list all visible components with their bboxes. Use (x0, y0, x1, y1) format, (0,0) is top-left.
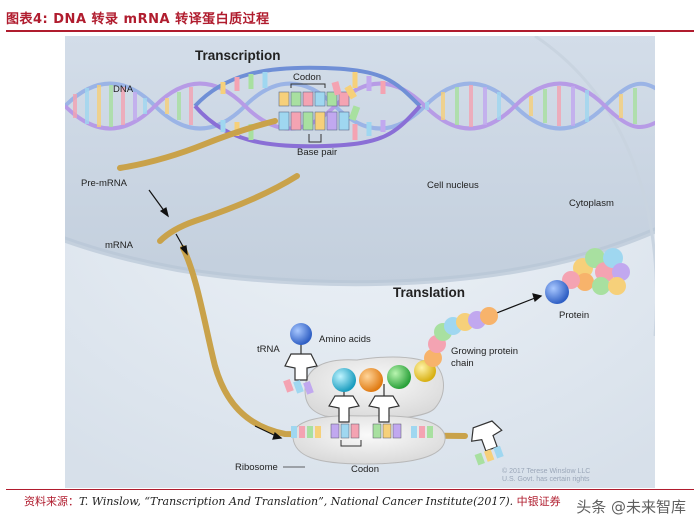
codon-label-bottom: Codon (351, 464, 379, 475)
transcription-bubble (193, 65, 422, 149)
trna-on-ribosome (328, 395, 400, 423)
ribosome-label: Ribosome (235, 462, 278, 473)
copyright-line-2: U.S. Govt. has certain rights (502, 476, 590, 483)
transcription-translation-diagram: Transcription Codon DNA Base pair Pre-mR… (53, 34, 667, 488)
amino-acid-green (387, 365, 411, 389)
growing-protein-chain (424, 307, 498, 367)
copyright-notice: © 2017 Terese Winslow LLC U.S. Govt. has… (502, 468, 662, 484)
protein-label: Protein (559, 310, 589, 321)
transcription-title: Transcription (195, 48, 281, 63)
nuclear-membrane (53, 223, 667, 287)
source-text: T. Winslow, “Transcription And Translati… (79, 495, 514, 508)
pre-mrna-strand (117, 118, 278, 171)
dna-label: DNA (113, 84, 134, 95)
mrna-label: mRNA (105, 240, 134, 251)
copyright-line-1: © 2017 Terese Winslow LLC (502, 468, 591, 475)
growing-chain-label-2: chain (451, 358, 474, 369)
amino-acid-orange (359, 368, 383, 392)
process-arrows (148, 189, 543, 440)
free-trna-right (470, 420, 504, 466)
free-nucleotide (348, 105, 361, 121)
footer-rule (6, 489, 694, 490)
base-pair-bracket (308, 134, 322, 143)
cell-nucleus-label: Cell nucleus (427, 180, 479, 191)
trna-label: tRNA (257, 344, 280, 355)
base-pair-label: Base pair (297, 147, 337, 158)
amino-acid-cyan (332, 368, 356, 392)
translation-title: Translation (393, 285, 465, 300)
mrna-strand-cytoplasm (180, 245, 468, 439)
source-suffix: 中银证券 (516, 495, 561, 508)
folded-protein (545, 248, 630, 304)
free-trna-left (283, 342, 318, 395)
source-note: 资料来源：T. Winslow, “Transcription And Tran… (24, 493, 561, 509)
cell-nucleus-shape (55, 36, 665, 284)
amino-acids-label: Amino acids (319, 334, 371, 345)
amino-acid-free (290, 323, 312, 345)
cytoplasm-label: Cytoplasm (569, 198, 614, 209)
source-prefix: 资料来源： (24, 495, 79, 508)
diagram: Transcription Codon DNA Base pair Pre-mR… (53, 34, 667, 488)
mrna-bases-ribosome (291, 423, 433, 439)
growing-chain-label-1: Growing protein (451, 346, 518, 357)
header-title: 图表4: DNA 转录 mRNA 转译蛋白质过程 (6, 12, 270, 27)
header-rule (6, 30, 694, 32)
mrna-strand-nucleus (157, 173, 300, 244)
dna-helix (63, 81, 667, 131)
watermark: 头条 @未来智库 (576, 498, 686, 516)
codon-bracket-bottom (340, 440, 362, 447)
codon-bracket-top (290, 83, 326, 88)
free-nucleotide (331, 81, 342, 96)
codon-bases (278, 91, 350, 131)
pre-mrna-label: Pre-mRNA (81, 178, 128, 189)
codon-label-top: Codon (293, 72, 321, 83)
free-nucleotide (344, 84, 357, 100)
